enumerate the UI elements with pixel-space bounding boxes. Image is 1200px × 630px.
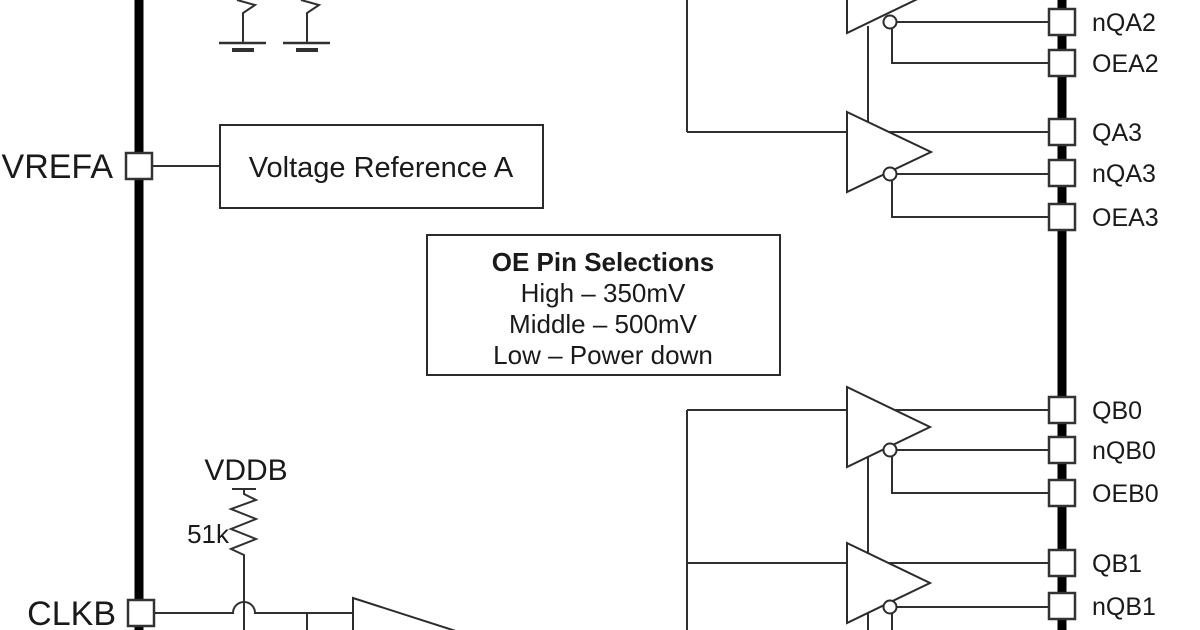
oea3-wire [891,180,1049,218]
pin-pad-oeb0 [1047,478,1077,508]
ground-a1-lead [236,0,258,43]
pin-label-nqb0: nQB0 [1092,437,1156,465]
pin-pad-nqa3 [1047,158,1077,188]
pullup-resistor-zigzag [228,489,259,630]
buffer-qa2 [846,0,918,35]
ground-symbols [219,41,330,52]
pin-label-qa3: QA3 [1092,119,1142,147]
pin-pads [124,7,1077,628]
pin-label-qb1: QB1 [1092,550,1142,578]
pin-pad-oea3 [1047,202,1077,232]
pin-label-oea3: OEA3 [1092,204,1159,232]
pin-pad-nqb1 [1047,591,1077,621]
oea2-wire [891,28,1049,64]
pin-pad-oea2 [1047,48,1077,78]
bubble-nqb0 [882,442,898,458]
vddb-rail-label: VDDB [204,454,287,487]
pin-pad-vrefa [124,151,154,181]
pin-label-nqa2: nQA2 [1092,9,1156,37]
pin-label-qb0: QB0 [1092,397,1142,425]
pin-pad-clkb [126,598,156,628]
oe-selections-line-high: High – 350mV [521,278,686,308]
pin-pad-qb0 [1047,395,1077,425]
resistor-value-label: 51k [187,519,230,549]
pin-label-nqb1: nQB1 [1092,593,1156,621]
voltage-reference-label: Voltage Reference A [249,152,514,184]
oe-selections-box [426,234,781,376]
bubble-nqa2 [882,14,898,30]
pin-label-clkb: CLKB [27,595,116,630]
pin-label-oea2: OEA2 [1092,50,1159,78]
pin-label-oeb0: OEB0 [1092,480,1159,508]
voltage-reference-box [219,124,544,209]
pin-pad-qa3 [1047,117,1077,147]
pin-pad-qb1 [1047,548,1077,578]
oe-selections-line-middle: Middle – 500mV [509,309,698,339]
oe-selections-line-low: Low – Power down [493,340,713,370]
clkb-input-receiver [352,596,456,630]
oe-selections-title: OE Pin Selections [492,247,715,277]
pin-label-vrefa: VREFA [2,148,114,186]
pin-pad-nqb0 [1047,435,1077,465]
bubble-nqb1 [882,599,898,615]
ground-a2-lead [300,0,322,43]
oeb0-wire [891,456,1049,494]
output-buffers [352,0,934,630]
inverter-bubbles [882,14,898,615]
clkb-signal-wire [154,601,353,614]
pin-pad-nqa2 [1047,7,1077,37]
bubble-nqa3 [882,166,898,182]
pin-label-nqa3: nQA3 [1092,160,1156,188]
